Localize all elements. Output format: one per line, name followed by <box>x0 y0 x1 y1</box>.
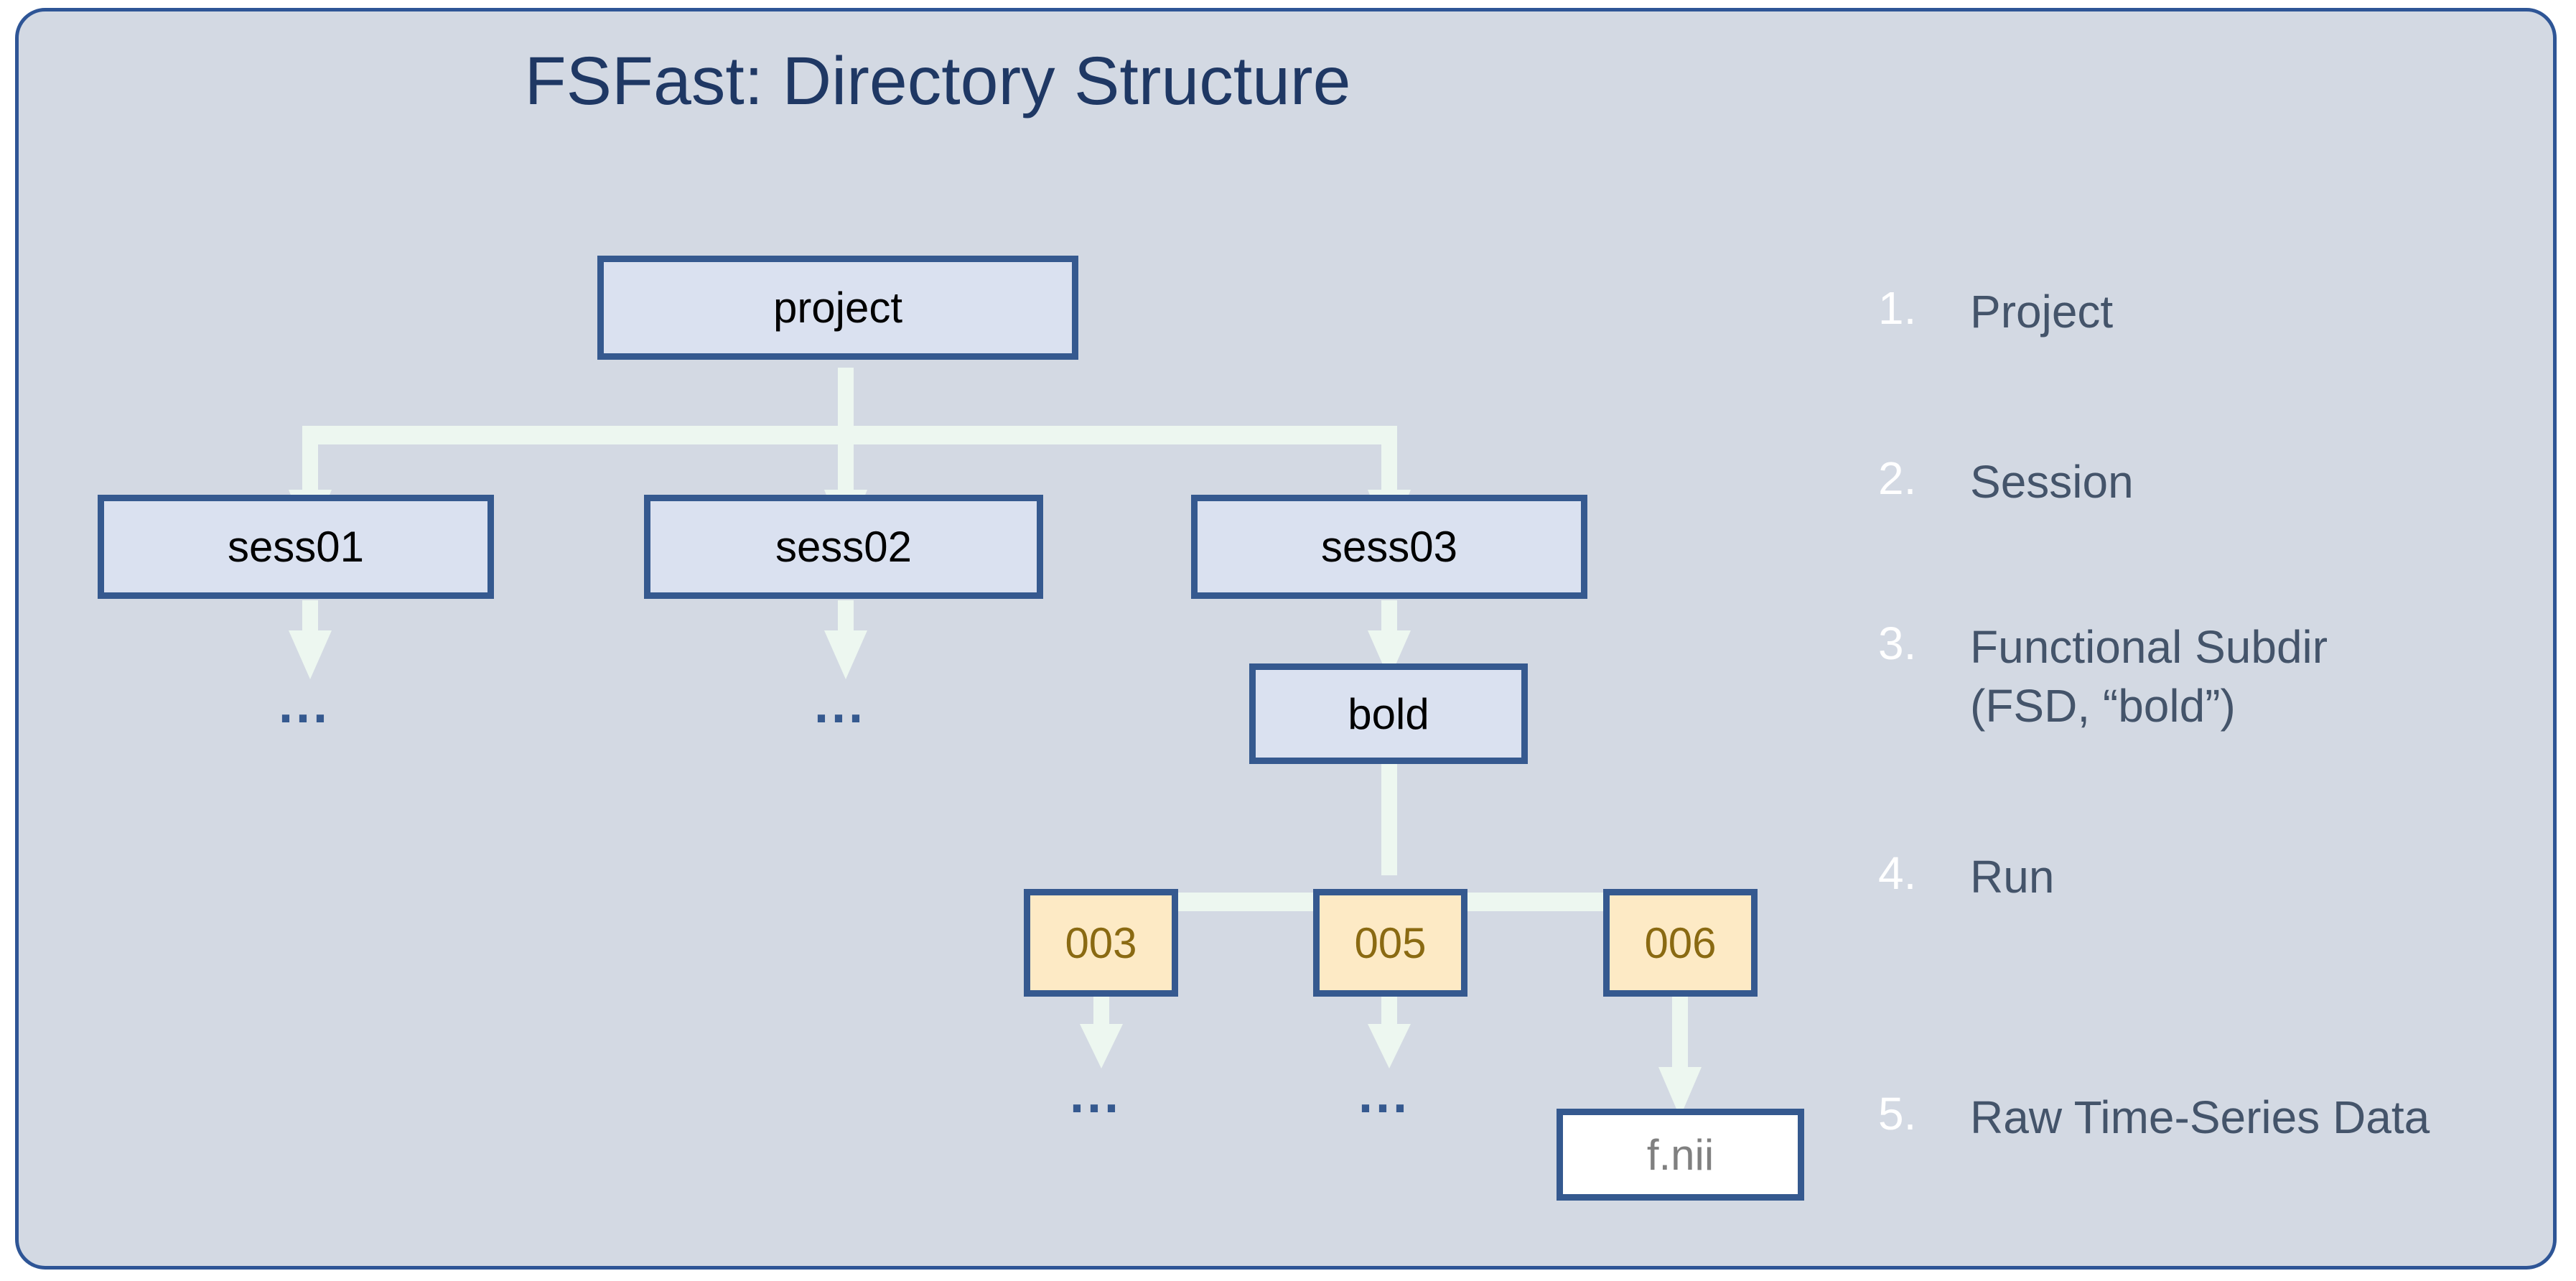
node-sess03-label: sess03 <box>1320 523 1458 571</box>
node-run-003[interactable]: 003 <box>1024 889 1178 997</box>
legend-item-session-number: 2. <box>1878 452 1917 504</box>
legend-item-raw-data-number: 5. <box>1878 1088 1917 1140</box>
legend-item-session-label: Session <box>1970 456 2134 508</box>
node-project-label: project <box>773 284 903 332</box>
node-run-006-label: 006 <box>1644 918 1717 967</box>
node-run-003-label: 003 <box>1065 918 1137 967</box>
legend-item-raw-data-label: Raw Time-Series Data <box>1970 1091 2430 1143</box>
node-fnii-label: f.nii <box>1646 1130 1714 1179</box>
legend-item-project-label: Project <box>1970 286 2114 337</box>
node-sess02-label: sess02 <box>775 523 913 571</box>
node-sess03[interactable]: sess03 <box>1191 495 1587 599</box>
node-sess01[interactable]: sess01 <box>98 495 494 599</box>
legend-item-fsd: 3. Functional Subdir (FSD, “bold”) <box>1878 618 2328 736</box>
ellipsis-sess01: ... <box>279 676 331 734</box>
node-run-005[interactable]: 005 <box>1313 889 1467 997</box>
page-title: FSFast: Directory Structure <box>524 43 1351 119</box>
legend-item-run-number: 4. <box>1878 847 1917 899</box>
ellipsis-sess02: ... <box>814 676 867 734</box>
node-sess01-label: sess01 <box>227 523 365 571</box>
node-run-006[interactable]: 006 <box>1603 889 1758 997</box>
legend-item-project-number: 1. <box>1878 282 1917 334</box>
slide-frame: FSFast: Directory Structure <box>15 8 2557 1270</box>
legend-item-session: 2. Session <box>1878 452 2134 512</box>
legend-item-fsd-label: Functional Subdir (FSD, “bold”) <box>1970 621 2328 732</box>
legend-item-raw-data: 5. Raw Time-Series Data <box>1878 1088 2430 1147</box>
ellipsis-run-003: ... <box>1070 1066 1122 1124</box>
legend-item-run-label: Run <box>1970 851 2055 903</box>
legend-item-project: 1. Project <box>1878 282 2114 342</box>
node-project[interactable]: project <box>597 256 1078 360</box>
node-run-005-label: 005 <box>1354 918 1427 967</box>
node-sess02[interactable]: sess02 <box>644 495 1043 599</box>
node-bold[interactable]: bold <box>1249 663 1528 764</box>
node-bold-label: bold <box>1348 689 1429 738</box>
legend-item-run: 4. Run <box>1878 847 2055 907</box>
legend-item-fsd-number: 3. <box>1878 618 1917 669</box>
ellipsis-run-005: ... <box>1358 1066 1411 1124</box>
node-fnii[interactable]: f.nii <box>1557 1109 1804 1201</box>
